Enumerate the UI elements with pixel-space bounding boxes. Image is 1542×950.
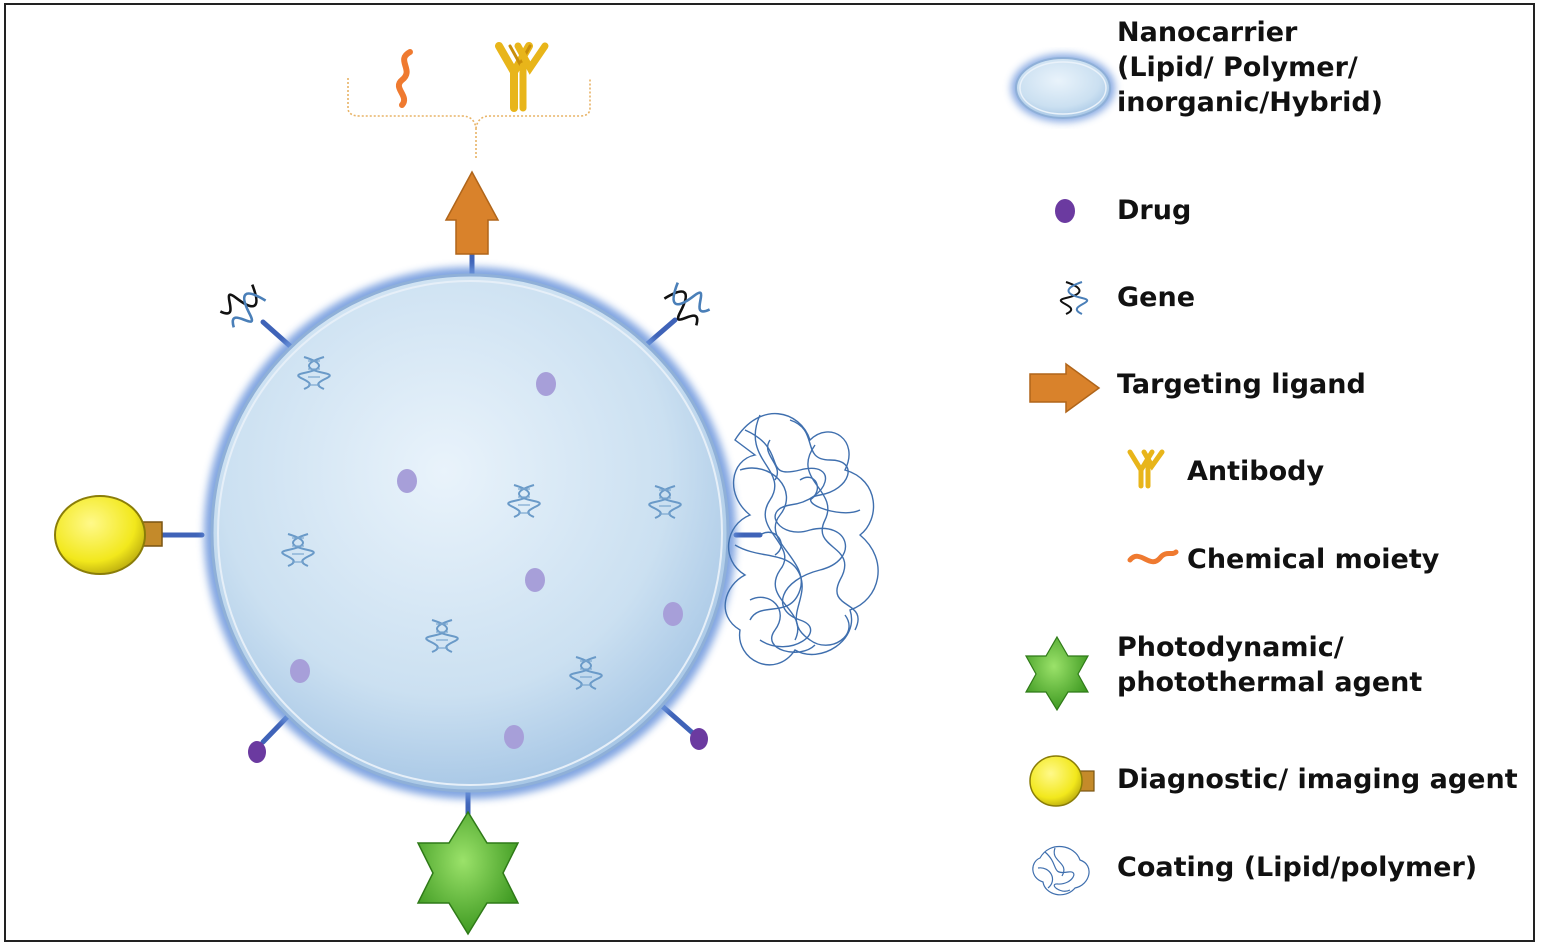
- drugs-inside: [290, 372, 683, 749]
- legend-coating-label: Coating (Lipid/polymer): [1117, 852, 1478, 883]
- imaging-agent: [54, 495, 163, 575]
- drug-dot: [525, 568, 545, 592]
- surface-drug-left: [248, 741, 266, 763]
- antibody-icon: [495, 42, 549, 112]
- polymer-coating: [724, 412, 879, 666]
- drug-dot: [504, 725, 524, 749]
- legend-gene-icon: [1059, 281, 1089, 315]
- legend-ligand-label: Targeting ligand: [1117, 369, 1366, 400]
- surface-gene-left: [219, 284, 267, 328]
- legend-photo-line1: Photodynamic/: [1117, 632, 1344, 663]
- nanocarrier-sphere: [204, 267, 736, 799]
- legend-imaging-icon: [1029, 755, 1095, 807]
- drug-dot: [290, 659, 310, 683]
- legend-drug-label: Drug: [1117, 195, 1192, 226]
- legend-antibody-icon: [1127, 449, 1165, 489]
- legend-antibody-label: Antibody: [1187, 456, 1325, 487]
- legend-chemical-icon: [1127, 549, 1179, 565]
- photodynamic-agent: [416, 810, 520, 936]
- legend-nanocarrier-line1: Nanocarrier: [1117, 17, 1298, 48]
- legend-drug-icon: [1055, 199, 1075, 223]
- drug-dot: [536, 372, 556, 396]
- legend-nanocarrier-line2: (Lipid/ Polymer/: [1117, 52, 1358, 84]
- drug-dot: [397, 469, 417, 493]
- legend-coating-icon: [1032, 846, 1090, 896]
- drug-dot: [663, 602, 683, 626]
- targeting-ligand-arrow: [444, 170, 500, 255]
- legend-nanocarrier-line3: inorganic/Hybrid): [1117, 87, 1383, 119]
- legend-chemical-label: Chemical moiety: [1187, 544, 1440, 575]
- legend-ligand-icon: [1029, 362, 1101, 414]
- legend-nanocarrier-label: Nanocarrier (Lipid/ Polymer/ inorganic/H…: [1117, 15, 1383, 120]
- surface-gene-right: [663, 282, 711, 326]
- figure-frame: [4, 3, 1535, 942]
- legend-photo-icon: [1024, 635, 1090, 712]
- ligand-options-brace: [347, 78, 591, 160]
- surface-drug-right: [690, 728, 708, 750]
- chemical-moiety-icon: [395, 49, 413, 108]
- legend-imaging-label: Diagnostic/ imaging agent: [1117, 764, 1518, 795]
- legend-photo-label: Photodynamic/ photothermal agent: [1117, 630, 1422, 700]
- legend-gene-label: Gene: [1117, 282, 1196, 313]
- legend-nanocarrier-icon: [1011, 54, 1115, 122]
- legend-photo-line2: photothermal agent: [1117, 667, 1423, 699]
